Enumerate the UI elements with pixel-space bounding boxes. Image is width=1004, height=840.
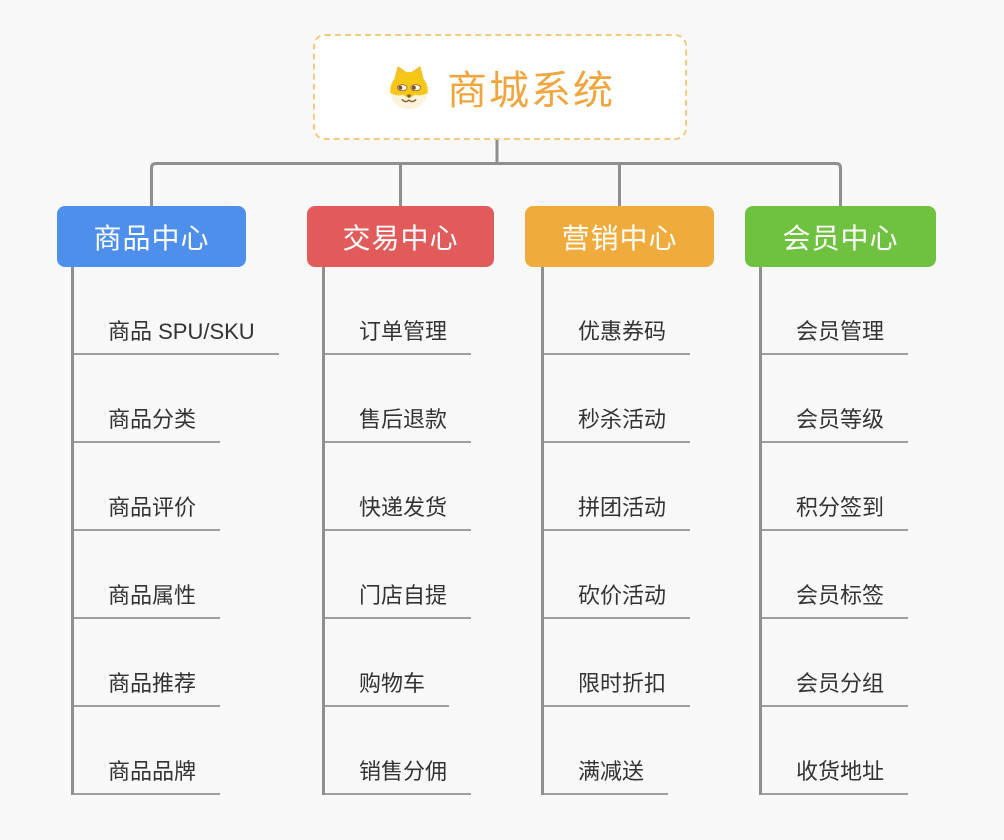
branch-rail-line [150,162,842,206]
branch-node-trade-center[interactable]: 交易中心 [307,206,494,267]
leaf-node[interactable]: 商品分类 [74,405,221,443]
leaf-node[interactable]: 门店自提 [325,581,472,619]
leaf-node[interactable]: 限时折扣 [544,669,691,707]
leaf-node[interactable]: 售后退款 [325,405,472,443]
leaf-node[interactable]: 优惠券码 [544,317,691,355]
branch-node-marketing-center[interactable]: 营销中心 [525,206,714,267]
branch-node-member-center[interactable]: 会员中心 [745,206,936,267]
branch-children-member-center: 会员管理 会员等级 积分签到 会员标签 会员分组 收货地址 [759,267,909,795]
leaf-node[interactable]: 商品品牌 [74,757,221,795]
leaf-node[interactable]: 商品评价 [74,493,221,531]
leaf-node[interactable]: 收货地址 [762,757,909,795]
leaf-node[interactable]: 会员分组 [762,669,909,707]
branch-node-product-center[interactable]: 商品中心 [57,206,246,267]
leaf-node[interactable]: 会员等级 [762,405,909,443]
leaf-node[interactable]: 商品推荐 [74,669,221,707]
leaf-node[interactable]: 销售分佣 [325,757,472,795]
branch-children-trade-center: 订单管理 售后退款 快递发货 门店自提 购物车 销售分佣 [322,267,472,795]
leaf-node[interactable]: 会员管理 [762,317,909,355]
leaf-node[interactable]: 快递发货 [325,493,472,531]
leaf-node[interactable]: 砍价活动 [544,581,691,619]
root-title: 商城系统 [447,69,615,113]
leaf-node[interactable]: 满减送 [544,757,669,795]
leaf-node[interactable]: 商品 SPU/SKU [74,317,279,355]
leaf-node[interactable]: 积分签到 [762,493,909,531]
leaf-node[interactable]: 会员标签 [762,581,909,619]
branch-children-product-center: 商品 SPU/SKU 商品分类 商品评价 商品属性 商品推荐 商品品牌 [71,267,279,795]
leaf-node[interactable]: 拼团活动 [544,493,691,531]
root-node[interactable]: 商城系统 [313,34,687,140]
leaf-node[interactable]: 商品属性 [74,581,221,619]
leaf-node[interactable]: 购物车 [325,669,450,707]
leaf-node[interactable]: 订单管理 [325,317,472,355]
dog-face-icon [385,63,433,111]
leaf-node[interactable]: 秒杀活动 [544,405,691,443]
branch-children-marketing-center: 优惠券码 秒杀活动 拼团活动 砍价活动 限时折扣 满减送 [541,267,691,795]
